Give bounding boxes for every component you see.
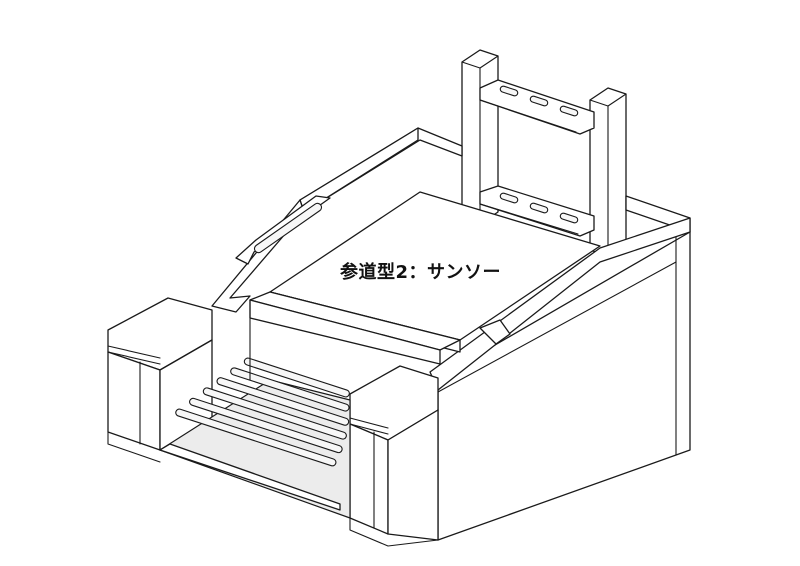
back-ladder-frame <box>461 49 627 257</box>
base-edges <box>107 431 439 547</box>
front-floor-grate <box>159 291 461 519</box>
diagram-caption: 参道型2：サンソー <box>340 262 502 283</box>
floor-grooves <box>175 357 350 467</box>
tub-body <box>211 127 691 541</box>
front-right-pillar <box>349 365 439 541</box>
